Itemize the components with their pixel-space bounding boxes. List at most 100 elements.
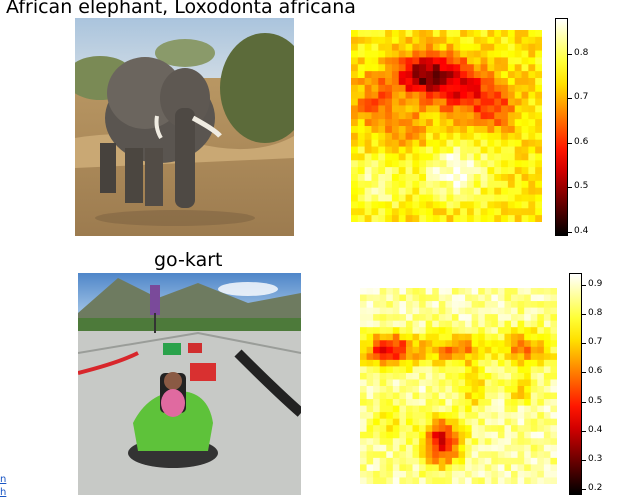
heatmap-cell (543, 301, 552, 309)
heatmap-cell (451, 307, 460, 315)
heatmap-cell (497, 359, 506, 367)
heatmap-cell (530, 470, 538, 479)
heatmap-cell (425, 366, 433, 374)
heatmap-cell (426, 132, 434, 141)
heatmap-cell (537, 379, 545, 387)
heatmap-cell (379, 301, 387, 309)
heatmap-cell (465, 464, 473, 472)
heatmap-cell (351, 139, 359, 148)
go-kart-photo (78, 273, 301, 495)
heatmap-cell (550, 399, 557, 407)
heatmap-cell (517, 386, 525, 394)
heatmap-cell (543, 386, 552, 394)
heatmap-cell (351, 43, 359, 52)
heatmap-cell (543, 457, 552, 465)
heatmap-cell (501, 119, 509, 127)
heatmap-cell (438, 307, 446, 315)
heatmap-cell (530, 457, 538, 465)
heatmap-cell (517, 346, 525, 354)
heatmap-cell (379, 431, 387, 439)
heatmap-cell (419, 201, 427, 209)
heatmap-cell (439, 160, 448, 168)
heatmap-cell (460, 30, 468, 38)
heatmap-cell (537, 366, 545, 374)
heatmap-cell (405, 477, 414, 484)
heatmap-cell (458, 444, 466, 452)
heatmap-cell (366, 307, 374, 315)
heatmap-cell (391, 36, 400, 45)
heatmap-cell (480, 126, 489, 134)
heatmap-cell (445, 431, 453, 439)
heatmap-cell (385, 208, 393, 216)
heatmap-cell (373, 457, 381, 465)
heatmap-cell (351, 57, 359, 65)
heatmap-cell (425, 288, 433, 296)
heatmap-cell (480, 132, 489, 141)
heatmap-cell (360, 372, 368, 381)
heatmap-cell (521, 160, 529, 168)
heatmap-cell (491, 464, 499, 472)
heatmap-cell (487, 126, 495, 134)
heatmap-cell (501, 146, 509, 155)
heatmap-cell (412, 333, 420, 341)
heatmap-cell (530, 405, 538, 413)
heatmap-cell (432, 98, 441, 107)
heatmap-cell (399, 444, 407, 452)
heatmap-cell (412, 464, 420, 472)
heatmap-cell (471, 340, 479, 348)
heatmap-cell (535, 146, 542, 155)
heatmap-cell (484, 412, 492, 420)
heatmap-cell (373, 392, 381, 400)
heatmap-cell (419, 425, 427, 433)
heatmap-cell (439, 30, 448, 38)
heatmap-cell (511, 346, 519, 354)
heatmap-cell (378, 105, 386, 113)
heatmap-cell (466, 153, 475, 161)
heatmap-cell (494, 78, 502, 86)
heatmap-cell (366, 346, 374, 354)
heatmap-cell (405, 194, 413, 203)
heatmap-cell (405, 346, 414, 354)
heatmap-cell (412, 431, 420, 439)
heatmap-cell (504, 327, 512, 335)
heatmap-cell (465, 314, 473, 322)
edge-link-fragment[interactable]: h (0, 487, 7, 498)
heatmap-cell (419, 399, 427, 407)
heatmap-cell (543, 307, 552, 315)
heatmap-cell (543, 327, 552, 335)
heatmap-cell (432, 431, 440, 439)
heatmap-cell (446, 139, 454, 148)
heatmap-cell (494, 43, 502, 52)
heatmap-cell (491, 418, 499, 426)
edge-link-fragment[interactable]: n (0, 474, 7, 485)
heatmap-cell (445, 386, 453, 394)
heatmap-cell (507, 167, 516, 175)
heatmap-cell (494, 180, 502, 189)
heatmap-cell (432, 464, 440, 472)
heatmap-cell (438, 412, 446, 420)
heatmap-cell (466, 84, 475, 93)
heatmap-cell (405, 91, 413, 100)
heatmap-cell (432, 314, 440, 322)
heatmap-cell (487, 50, 495, 59)
heatmap-cell (392, 392, 400, 400)
heatmap-cell (432, 372, 440, 381)
heatmap-cell (484, 320, 492, 328)
heatmap-cell (405, 386, 414, 394)
heatmap-cell (514, 91, 523, 100)
heatmap-cell (491, 379, 499, 387)
heatmap-cell (425, 320, 433, 328)
heatmap-cell (412, 399, 420, 407)
heatmap-cell (478, 457, 486, 465)
heatmap-cell (507, 139, 516, 148)
heatmap-cell (445, 444, 453, 452)
heatmap-cell (439, 119, 448, 127)
heatmap-cell (357, 91, 366, 100)
heatmap-cell (451, 372, 460, 381)
heatmap-cell (460, 105, 468, 113)
heatmap-cell (385, 167, 393, 175)
heatmap-cell (426, 119, 434, 127)
heatmap-cell (453, 91, 461, 100)
heatmap-cell (511, 451, 519, 459)
heatmap-cell (524, 412, 532, 420)
